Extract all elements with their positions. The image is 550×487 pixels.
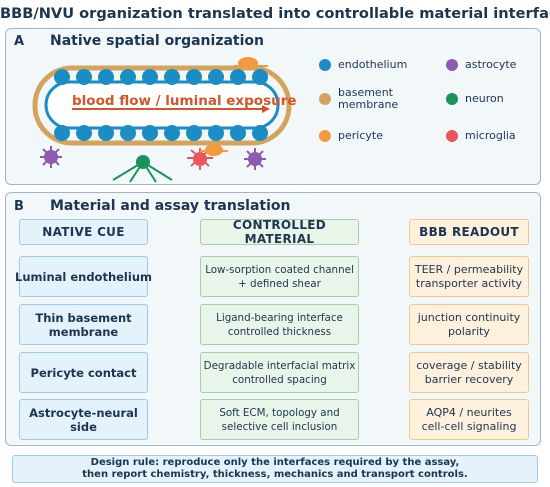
native-cue-cell: Thin basement membrane (19, 304, 148, 345)
design-rule-footer: Design rule: reproduce only the interfac… (12, 455, 538, 483)
readout-cell: junction continuity polarity (409, 304, 529, 345)
pericyte-legend-icon (319, 130, 331, 142)
legend-neuron: neuron (465, 92, 504, 105)
material-cell: Low-sorption coated channel + defined sh… (200, 256, 359, 297)
endothelial-cell-top (164, 69, 180, 85)
readout-cell: AQP4 / neurites cell-cell signaling (409, 399, 529, 440)
figure-title: BBB/NVU organization translated into con… (0, 5, 550, 22)
readout-cell: TEER / permeability transporter activity (409, 256, 529, 297)
endothelial-cell-top (252, 69, 268, 85)
panel-a-title: Native spatial organization (50, 33, 264, 49)
endothelial-cell-bottom (54, 125, 70, 141)
flow-label: blood flow / luminal exposure (72, 93, 297, 109)
astrocyte-right (244, 148, 266, 170)
native-cue-cell: Astrocyte-neural side (19, 399, 148, 440)
neuron-legend-icon (446, 93, 458, 105)
legend-astrocyte: astrocyte (465, 58, 517, 71)
header-bbb-readout: BBB READOUT (409, 219, 529, 245)
endothelial-cell-bottom (164, 125, 180, 141)
microglia-legend-icon (446, 130, 458, 142)
endothelial-cell-bottom (252, 125, 268, 141)
legend-endothelium: endothelium (338, 58, 408, 71)
material-cell: Soft ECM, topology and selective cell in… (200, 399, 359, 440)
readout-cell: coverage / stability barrier recovery (409, 352, 529, 393)
neuron-cell (112, 155, 173, 183)
endothelial-cell-top (230, 69, 246, 85)
endothelial-cell-bottom (98, 125, 114, 141)
endothelial-cell-bottom (120, 125, 136, 141)
astrocyte-left (40, 146, 62, 168)
legend-basement-membrane: basement membrane (338, 86, 399, 111)
legend-microglia: microglia (465, 129, 516, 142)
endothelial-cell-top (142, 69, 158, 85)
flow-arrowhead (262, 105, 270, 113)
basement-membrane-shape (32, 65, 292, 146)
endothelial-cell-bottom (208, 125, 224, 141)
header-native-cue: NATIVE CUE (19, 219, 148, 245)
panel-b-letter: B (14, 199, 24, 214)
native-cue-cell: Luminal endothelium (15, 256, 152, 297)
endothelial-cell-bottom (142, 125, 158, 141)
pericyte-top (238, 57, 258, 69)
endothelial-cell-bottom (186, 125, 202, 141)
legend-pericyte: pericyte (338, 129, 383, 142)
basement-membrane-legend-icon (319, 93, 331, 105)
panel-b-title: Material and assay translation (50, 198, 291, 214)
endothelial-cell-top (54, 69, 70, 85)
endothelium-legend-icon (319, 59, 331, 71)
endothelial-cell-top (186, 69, 202, 85)
pericyte-bottom (205, 144, 223, 156)
lumen-shape (44, 80, 280, 130)
endothelial-cell-top (208, 69, 224, 85)
native-cue-cell: Pericyte contact (19, 352, 148, 393)
material-cell: Ligand-bearing interface controlled thic… (200, 304, 359, 345)
endothelial-cell-top (98, 69, 114, 85)
microglia-cell (187, 148, 213, 170)
endothelial-cell-top (76, 69, 92, 85)
endothelial-cell-bottom (230, 125, 246, 141)
material-cell: Degradable interfacial matrix controlled… (200, 352, 359, 393)
astrocyte-legend-icon (446, 59, 458, 71)
endothelial-cell-bottom (76, 125, 92, 141)
endothelial-cell-top (120, 69, 136, 85)
header-controlled-material: CONTROLLED MATERIAL (200, 218, 359, 246)
panel-a-letter: A (14, 34, 25, 49)
